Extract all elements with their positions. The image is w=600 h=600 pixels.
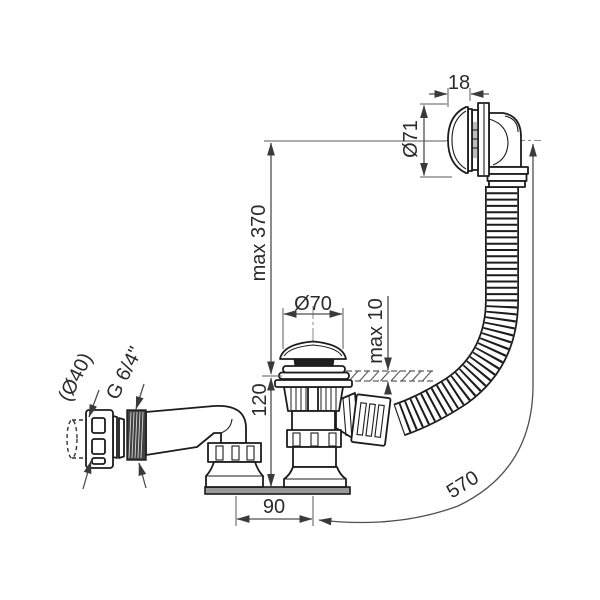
tub-floor-section xyxy=(346,370,434,382)
overflow-assembly xyxy=(447,102,529,188)
left-leg xyxy=(205,442,264,488)
dim-18-label: 18 xyxy=(448,72,470,94)
dim-max370-label: max 370 xyxy=(248,205,270,282)
dim-70-label: Ø70 xyxy=(294,293,332,315)
dim-120-label: 120 xyxy=(249,383,271,416)
trap-bell xyxy=(283,466,347,488)
dimension-lines xyxy=(82,88,537,526)
dim-570-arc xyxy=(318,143,537,526)
dim-40-label: (Ø40) xyxy=(54,350,97,406)
hose-sleeve-ring xyxy=(486,173,528,182)
drain-washer xyxy=(278,371,350,380)
hose-union-nut xyxy=(350,393,392,447)
overflow-cap xyxy=(447,106,469,174)
dim-max10-label: max 10 xyxy=(365,298,387,364)
drain-washer xyxy=(282,365,346,374)
hose-sleeve-ring xyxy=(485,166,529,175)
left-leg-bell xyxy=(205,461,264,488)
hidden-outlet-pipe xyxy=(66,419,88,459)
hose-sleeve-ring xyxy=(488,180,526,188)
dim-90-label: 90 xyxy=(263,496,285,518)
drain-lower-flange xyxy=(274,379,353,388)
trap-lower-body xyxy=(292,446,337,468)
flexible-overflow-hose xyxy=(393,186,519,437)
dim-570-label: 570 xyxy=(443,467,483,503)
trap-body xyxy=(291,410,336,432)
mounting-base-plate xyxy=(204,486,351,495)
dim-71-label: Ø71 xyxy=(400,120,422,158)
trap-side-inlet xyxy=(335,392,392,447)
